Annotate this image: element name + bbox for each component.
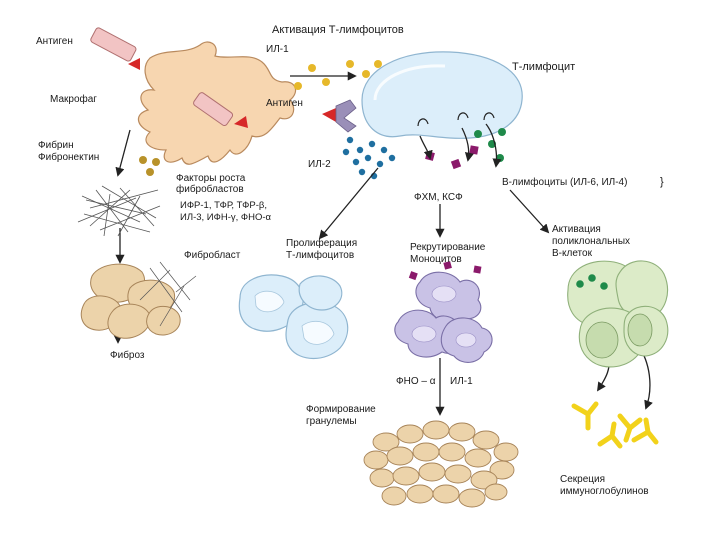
proliferating-t-cells	[238, 274, 349, 360]
label-secretion-2: иммуноглобулинов	[560, 485, 649, 497]
b-cell-nuclei	[585, 313, 653, 359]
label-secretion-1: Секреция	[560, 474, 605, 485]
granuloma	[363, 420, 519, 508]
antigen-rod-inner	[193, 92, 234, 127]
antigen-triangle-inner	[234, 116, 248, 128]
antigen-rod-top	[90, 27, 137, 62]
label-fgf-4: ИЛ-3, ИФН-γ, ФНО-α	[180, 212, 272, 223]
label-il1-top: ИЛ-1	[266, 44, 289, 55]
fgf-molecules	[139, 156, 160, 176]
antigen-triangle-top	[128, 58, 140, 70]
mhc-receptor	[335, 99, 357, 133]
label-antigen-top: Антиген	[36, 36, 73, 47]
bracket-glyph: }	[660, 176, 664, 188]
fibroblast-fibers	[139, 261, 197, 327]
label-recruit-2: Моноцитов	[410, 254, 462, 265]
label-recruit-1: Рекрутирование	[410, 242, 486, 253]
monocyte-nuclei	[411, 285, 477, 348]
arrows	[113, 71, 653, 416]
label-activ-1: Активация	[552, 224, 601, 235]
label-activ-2: поликлональных	[552, 236, 630, 247]
label-fgf-1: Факторы роста	[176, 173, 246, 184]
label-il1-bottom: ИЛ-1	[450, 376, 473, 387]
label-macrophage: Макрофаг	[50, 93, 97, 105]
label-tnf: ФНО – α	[396, 376, 436, 387]
antigen-triangle-presented	[322, 108, 336, 122]
label-fibroblast: Фибробласт	[184, 249, 241, 261]
fhm-squares	[425, 145, 479, 170]
label-granuloma-2: гранулемы	[306, 416, 357, 427]
immunoglobulins	[571, 401, 659, 449]
label-fibronectin: Фибронектин	[38, 151, 99, 163]
il1-molecules	[294, 60, 382, 90]
label-prolif-1: Пролиферация	[286, 237, 357, 249]
label-fgf-3: ИФР-1, ТФР, ТФР-β,	[180, 200, 267, 211]
label-fibrosis: Фиброз	[110, 349, 145, 361]
fibroblast-cluster	[80, 263, 181, 339]
t-lymphocyte-highlight	[373, 64, 446, 101]
label-t-lymphocyte: Т-лимфоцит	[512, 61, 575, 73]
b-cell-green-dots	[576, 274, 608, 290]
fibrin-mesh	[77, 185, 161, 237]
label-fgf-2: фибробластов	[176, 183, 244, 195]
label-prolif-2: Т-лимфоцитов	[286, 249, 354, 261]
t-cell-flag-arrows	[417, 112, 495, 127]
t-lymphocyte-cell	[361, 51, 523, 139]
t-cell-nuclei	[254, 290, 335, 345]
label-antigen-mid: Антиген	[266, 98, 303, 109]
label-b-lymphocytes: B-лимфоциты (ИЛ-6, ИЛ-4)	[502, 176, 627, 188]
label-fhm: ФХМ, КСФ	[414, 192, 463, 203]
label-fibrin: Фибрин	[38, 139, 74, 151]
il2-molecules	[342, 136, 396, 180]
label-activ-3: В-клеток	[552, 248, 593, 259]
b-cell-cluster	[567, 260, 669, 368]
monocyte-squares	[408, 261, 482, 281]
label-granuloma-1: Формирование	[306, 404, 376, 415]
label-il2: ИЛ-2	[308, 159, 331, 170]
label-activation-t: Активация Т-лимфоцитов	[272, 24, 404, 36]
